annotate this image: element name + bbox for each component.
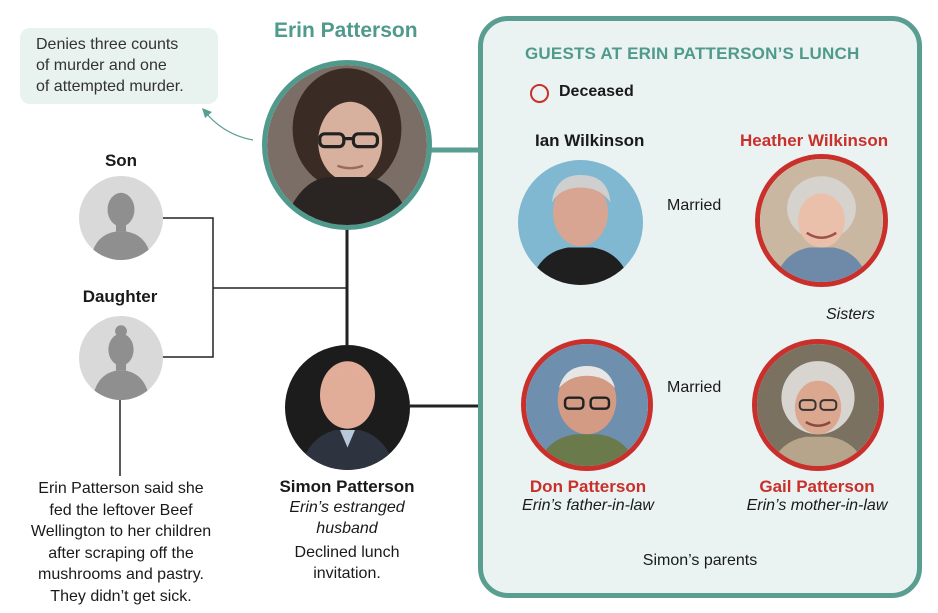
note-line: mushrooms and pastry.: [38, 566, 204, 583]
parents-label: Simon’s parents: [642, 552, 758, 569]
daughter-silhouette: [79, 316, 163, 400]
married-label-bottom: Married: [667, 379, 722, 396]
guests-title: GUESTS AT ERIN PATTERSON’S LUNCH: [525, 44, 860, 63]
don-role: Erin’s father-in-law: [522, 497, 654, 514]
simon-role-line: Erin’s estranged: [289, 499, 405, 516]
son-silhouette: [79, 176, 163, 260]
gail-role: Erin’s mother-in-law: [746, 497, 888, 514]
simon-role: Erin’s estranged husband: [262, 497, 432, 539]
callout-box: Denies three counts of murder and one of…: [20, 28, 218, 104]
simon-note-line: invitation.: [313, 565, 381, 582]
married-label-top: Married: [667, 197, 722, 214]
simon-photo: [285, 345, 410, 470]
children-note: Erin Patterson said she fed the leftover…: [22, 478, 220, 607]
person-portrait-icon: [267, 65, 427, 225]
callout-line: Denies three counts: [36, 36, 179, 53]
note-line: Erin Patterson said she: [38, 480, 204, 497]
callout-line: of murder and one: [36, 57, 167, 74]
erin-name: Erin Patterson: [274, 19, 418, 42]
male-silhouette-icon: [90, 192, 152, 260]
person-portrait-icon: [518, 160, 643, 285]
person-portrait-icon: [285, 345, 410, 470]
daughter-label: Daughter: [82, 287, 158, 306]
guests-panel: [478, 16, 922, 598]
deceased-legend-icon: [530, 84, 549, 103]
gail-photo: [752, 339, 884, 471]
callout-arrowhead: [202, 108, 212, 118]
erin-photo: [262, 60, 432, 230]
simon-name: Simon Patterson: [279, 477, 415, 496]
note-line: Wellington to her children: [30, 523, 212, 540]
ian-name: Ian Wilkinson: [535, 131, 645, 150]
gail-name: Gail Patterson: [759, 477, 875, 496]
simon-role-line: husband: [316, 520, 378, 537]
person-portrait-icon: [526, 344, 648, 466]
don-photo: [521, 339, 653, 471]
note-line: fed the leftover Beef: [49, 501, 193, 519]
female-silhouette-icon: [92, 325, 150, 400]
heather-name: Heather Wilkinson: [740, 131, 889, 150]
ian-photo: [518, 160, 643, 285]
person-portrait-icon: [757, 344, 879, 466]
heather-photo: [755, 154, 888, 287]
callout-line: of attempted murder.: [36, 78, 184, 95]
simon-note-line: Declined lunch: [294, 544, 400, 561]
don-name: Don Patterson: [529, 477, 647, 496]
person-portrait-icon: [760, 159, 883, 282]
simon-note: Declined lunch invitation.: [270, 542, 424, 584]
son-label: Son: [104, 151, 138, 170]
note-line: They didn’t get sick.: [50, 587, 192, 605]
callout-pointer: [205, 112, 254, 141]
sisters-label: Sisters: [826, 306, 875, 323]
note-line: after scraping off the: [48, 544, 194, 562]
deceased-legend-label: Deceased: [559, 83, 634, 100]
